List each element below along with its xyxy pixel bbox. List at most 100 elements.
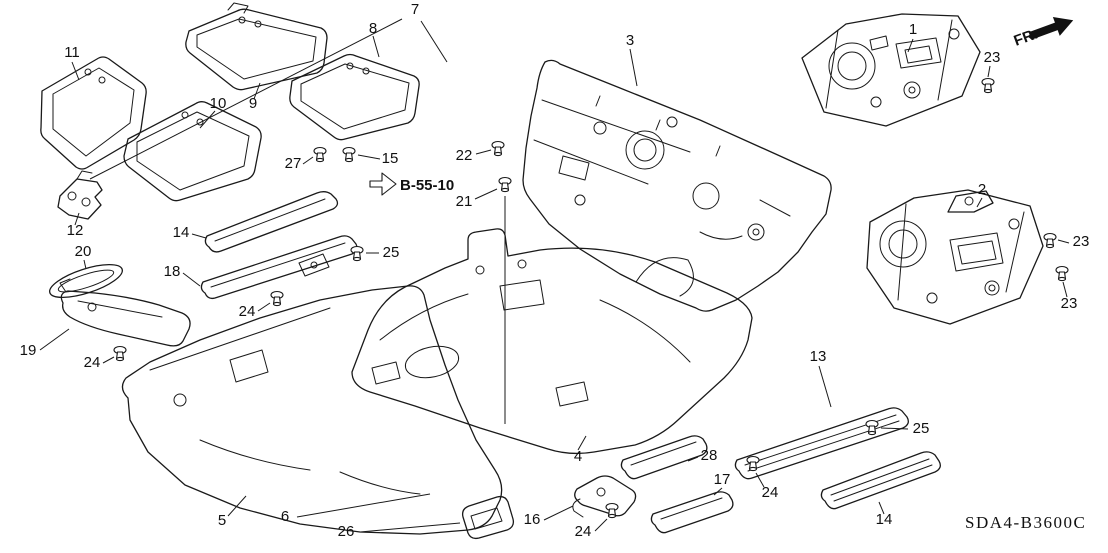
part-floor-mat-11: [40, 56, 147, 170]
clip-fastener-25b: [865, 419, 879, 436]
callout-19-label: 19: [20, 342, 37, 359]
callout-15-label: 15: [382, 150, 399, 167]
callout-24b-label: 24: [239, 303, 256, 320]
clip-fastener-21: [498, 176, 512, 193]
leader-line: [713, 487, 723, 496]
callout-6-label: 6: [281, 508, 289, 525]
callout-2-label: 2: [978, 181, 986, 198]
callout-24a-label: 24: [84, 354, 101, 371]
leader-line: [474, 188, 498, 200]
leader-line: [227, 495, 247, 517]
leader-line: [818, 365, 832, 408]
part-floor-mat-9: [185, 2, 328, 91]
leader-line: [191, 233, 207, 239]
leader-line: [976, 197, 983, 208]
clip-fastener-15: [342, 146, 356, 163]
clip-fastener-23b: [1043, 232, 1057, 249]
leader-lines: [39, 18, 1070, 533]
callout-21-label: 21: [456, 193, 473, 210]
reference-b-55-10-label: B-55-10: [400, 177, 454, 194]
leader-line: [629, 48, 638, 87]
callout-23a-label: 23: [984, 49, 1001, 66]
clip-fastener-24b: [270, 290, 284, 307]
callout-28-label: 28: [701, 447, 718, 464]
leader-line: [89, 18, 403, 180]
callout-25a-label: 25: [383, 244, 400, 261]
leader-line: [1057, 239, 1070, 244]
part-sill-garnish-14-right: [820, 451, 941, 510]
leader-line: [253, 82, 261, 100]
callout-14a-label: 14: [173, 224, 190, 241]
callout-22-label: 22: [456, 147, 473, 164]
leader-line: [755, 472, 765, 488]
callout-14b-label: 14: [876, 511, 893, 528]
callout-9-label: 9: [249, 95, 257, 112]
leader-line: [577, 435, 587, 451]
callout-3-label: 3: [626, 32, 634, 49]
leader-line: [74, 212, 80, 226]
callout-12-label: 12: [67, 222, 84, 239]
callout-11-label: 11: [64, 44, 80, 61]
callout-20-label: 20: [75, 243, 92, 260]
leader-line: [83, 259, 87, 270]
leader-line: [878, 501, 885, 515]
leader-line: [543, 505, 574, 521]
leader-line: [71, 61, 80, 81]
leader-line: [687, 456, 699, 462]
part-sill-garnish-20: [49, 263, 123, 299]
callout-23c-label: 23: [1061, 295, 1078, 312]
leader-line: [359, 522, 461, 533]
clip-fastener-23c: [1055, 265, 1069, 282]
leader-line: [420, 20, 448, 63]
diagram-artwork: [39, 2, 1074, 540]
callout-25b-label: 25: [913, 420, 930, 437]
part-bracket-16: [572, 475, 637, 518]
part-floor-mat-4: [351, 228, 753, 455]
callout-1-label: 1: [909, 21, 917, 38]
clip-fastener-23a: [981, 77, 995, 94]
leader-line: [302, 156, 314, 165]
callout-17-label: 17: [714, 471, 731, 488]
part-garnish-17: [650, 491, 734, 534]
leader-line: [39, 328, 70, 351]
clip-fastener-27: [313, 146, 327, 163]
callout-24d-label: 24: [575, 523, 592, 540]
leader-line: [907, 38, 914, 53]
part-floor-mat-8: [289, 53, 420, 141]
part-pad-28: [620, 435, 708, 480]
leader-line: [102, 356, 115, 364]
part-pad-26: [461, 495, 515, 540]
callout-13-label: 13: [810, 348, 827, 365]
fr-direction-arrow-icon: [1028, 17, 1074, 40]
leader-line: [475, 149, 492, 155]
part-step-garnish-18: [200, 235, 358, 300]
part-dash-insulator-3: [522, 59, 832, 312]
callout-23b-label: 23: [1073, 233, 1090, 250]
leader-line: [296, 493, 431, 518]
leader-line: [594, 518, 608, 532]
leader-line: [1062, 281, 1068, 298]
callout-5-label: 5: [218, 512, 226, 529]
callout-4-label: 4: [574, 448, 582, 465]
callout-18-label: 18: [164, 263, 181, 280]
part-bracket-12: [57, 170, 103, 220]
part-floor-mat-10: [123, 101, 262, 202]
callout-8-label: 8: [369, 20, 377, 37]
part-rear-panel-2: [866, 189, 1044, 325]
callout-24c-label: 24: [762, 484, 779, 501]
clip-fastener-24a: [113, 345, 127, 362]
leader-line: [372, 35, 380, 58]
callout-7-label: 7: [411, 1, 419, 18]
part-rear-panel-1: [801, 13, 981, 127]
leader-line: [182, 272, 201, 287]
leader-line: [357, 154, 381, 160]
leader-line: [880, 427, 909, 430]
reference-arrow-icon: [369, 172, 397, 196]
leader-line: [257, 302, 271, 312]
callout-26-label: 26: [338, 523, 355, 540]
leader-line: [987, 65, 991, 78]
diagram-code: SDA4-B3600C: [965, 513, 1086, 532]
callout-labels: 7 8 11 10 9 12 27 15 22 21 3 1 23 2 23 2…: [20, 1, 1090, 540]
